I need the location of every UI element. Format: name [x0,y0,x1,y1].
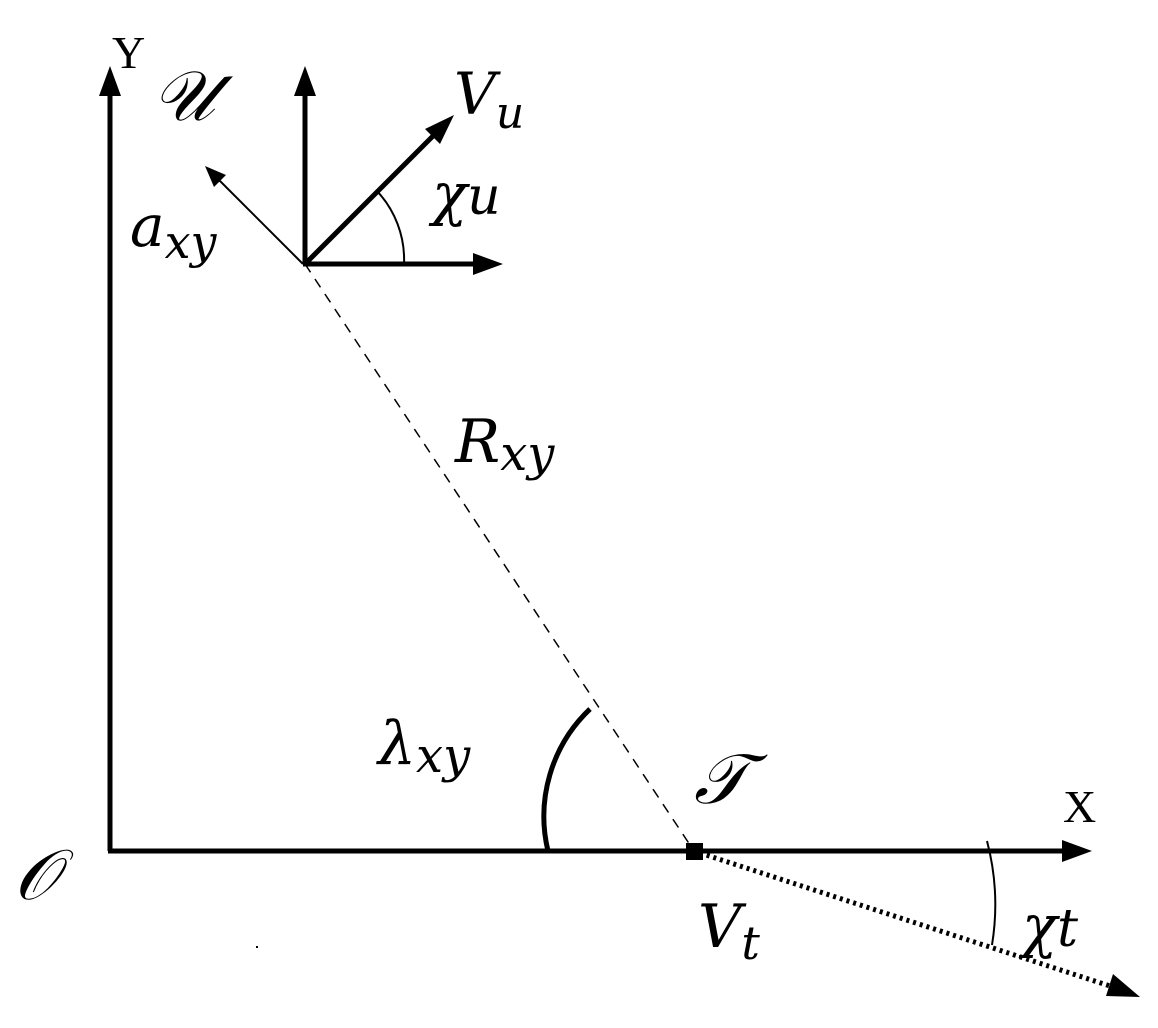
target-heading-arc [986,840,997,946]
origin-label: 𝒪 [14,834,74,916]
y-axis-arrowhead [99,66,121,96]
target-velocity-label: Vt [698,892,760,970]
target-marker [686,843,703,860]
pursuer-horizontal-arrowhead [473,253,503,275]
stray-dot [256,946,258,948]
y-axis-label: Y [112,27,145,78]
target-velocity-vector [699,850,1111,989]
pursuer-velocity-label-main: V [454,60,501,128]
los-angle-label-sub: xy [416,728,471,784]
los-angle-label: λxy [376,709,471,784]
pursuer-vertical-arrowhead [294,66,316,96]
pursuer-velocity-label-sub: u [496,88,524,139]
target-label: 𝒯 [694,738,768,820]
pursuer-heading-label: χu [428,160,501,228]
x-axis-label: X [1063,781,1096,832]
acceleration-arrowhead [205,166,226,187]
range-label: Rxy [454,407,555,482]
line-of-sight [304,263,695,852]
los-angle-arc [541,707,592,852]
pursuer-label: 𝒰 [152,55,233,137]
acceleration-label: axy [130,192,218,269]
target-heading-label-sub: t [1057,899,1078,959]
target-heading-label-main: χ [1018,892,1060,960]
pursuer-heading-label-main: χ [428,160,470,228]
target-velocity-label-sub: t [741,916,760,970]
pursuer-heading-arc [375,189,406,265]
range-label-main: R [454,407,500,477]
acceleration-vector [214,175,304,265]
target-heading-label: χt [1018,892,1078,960]
range-label-sub: xy [500,426,555,482]
pursuer-heading-label-sub: u [467,167,501,227]
x-axis-arrowhead [1062,840,1092,862]
pursuer-velocity-label: Vu [454,60,524,139]
los-angle-label-main: λ [376,709,416,779]
pursuer-velocity-vector [303,131,438,266]
acceleration-label-sub: xy [165,215,218,269]
target-velocity-label-main: V [698,892,747,962]
acceleration-label-main: a [130,192,165,260]
pursuer-velocity-arrowhead [425,115,454,144]
target-velocity-arrowhead [1106,974,1140,997]
